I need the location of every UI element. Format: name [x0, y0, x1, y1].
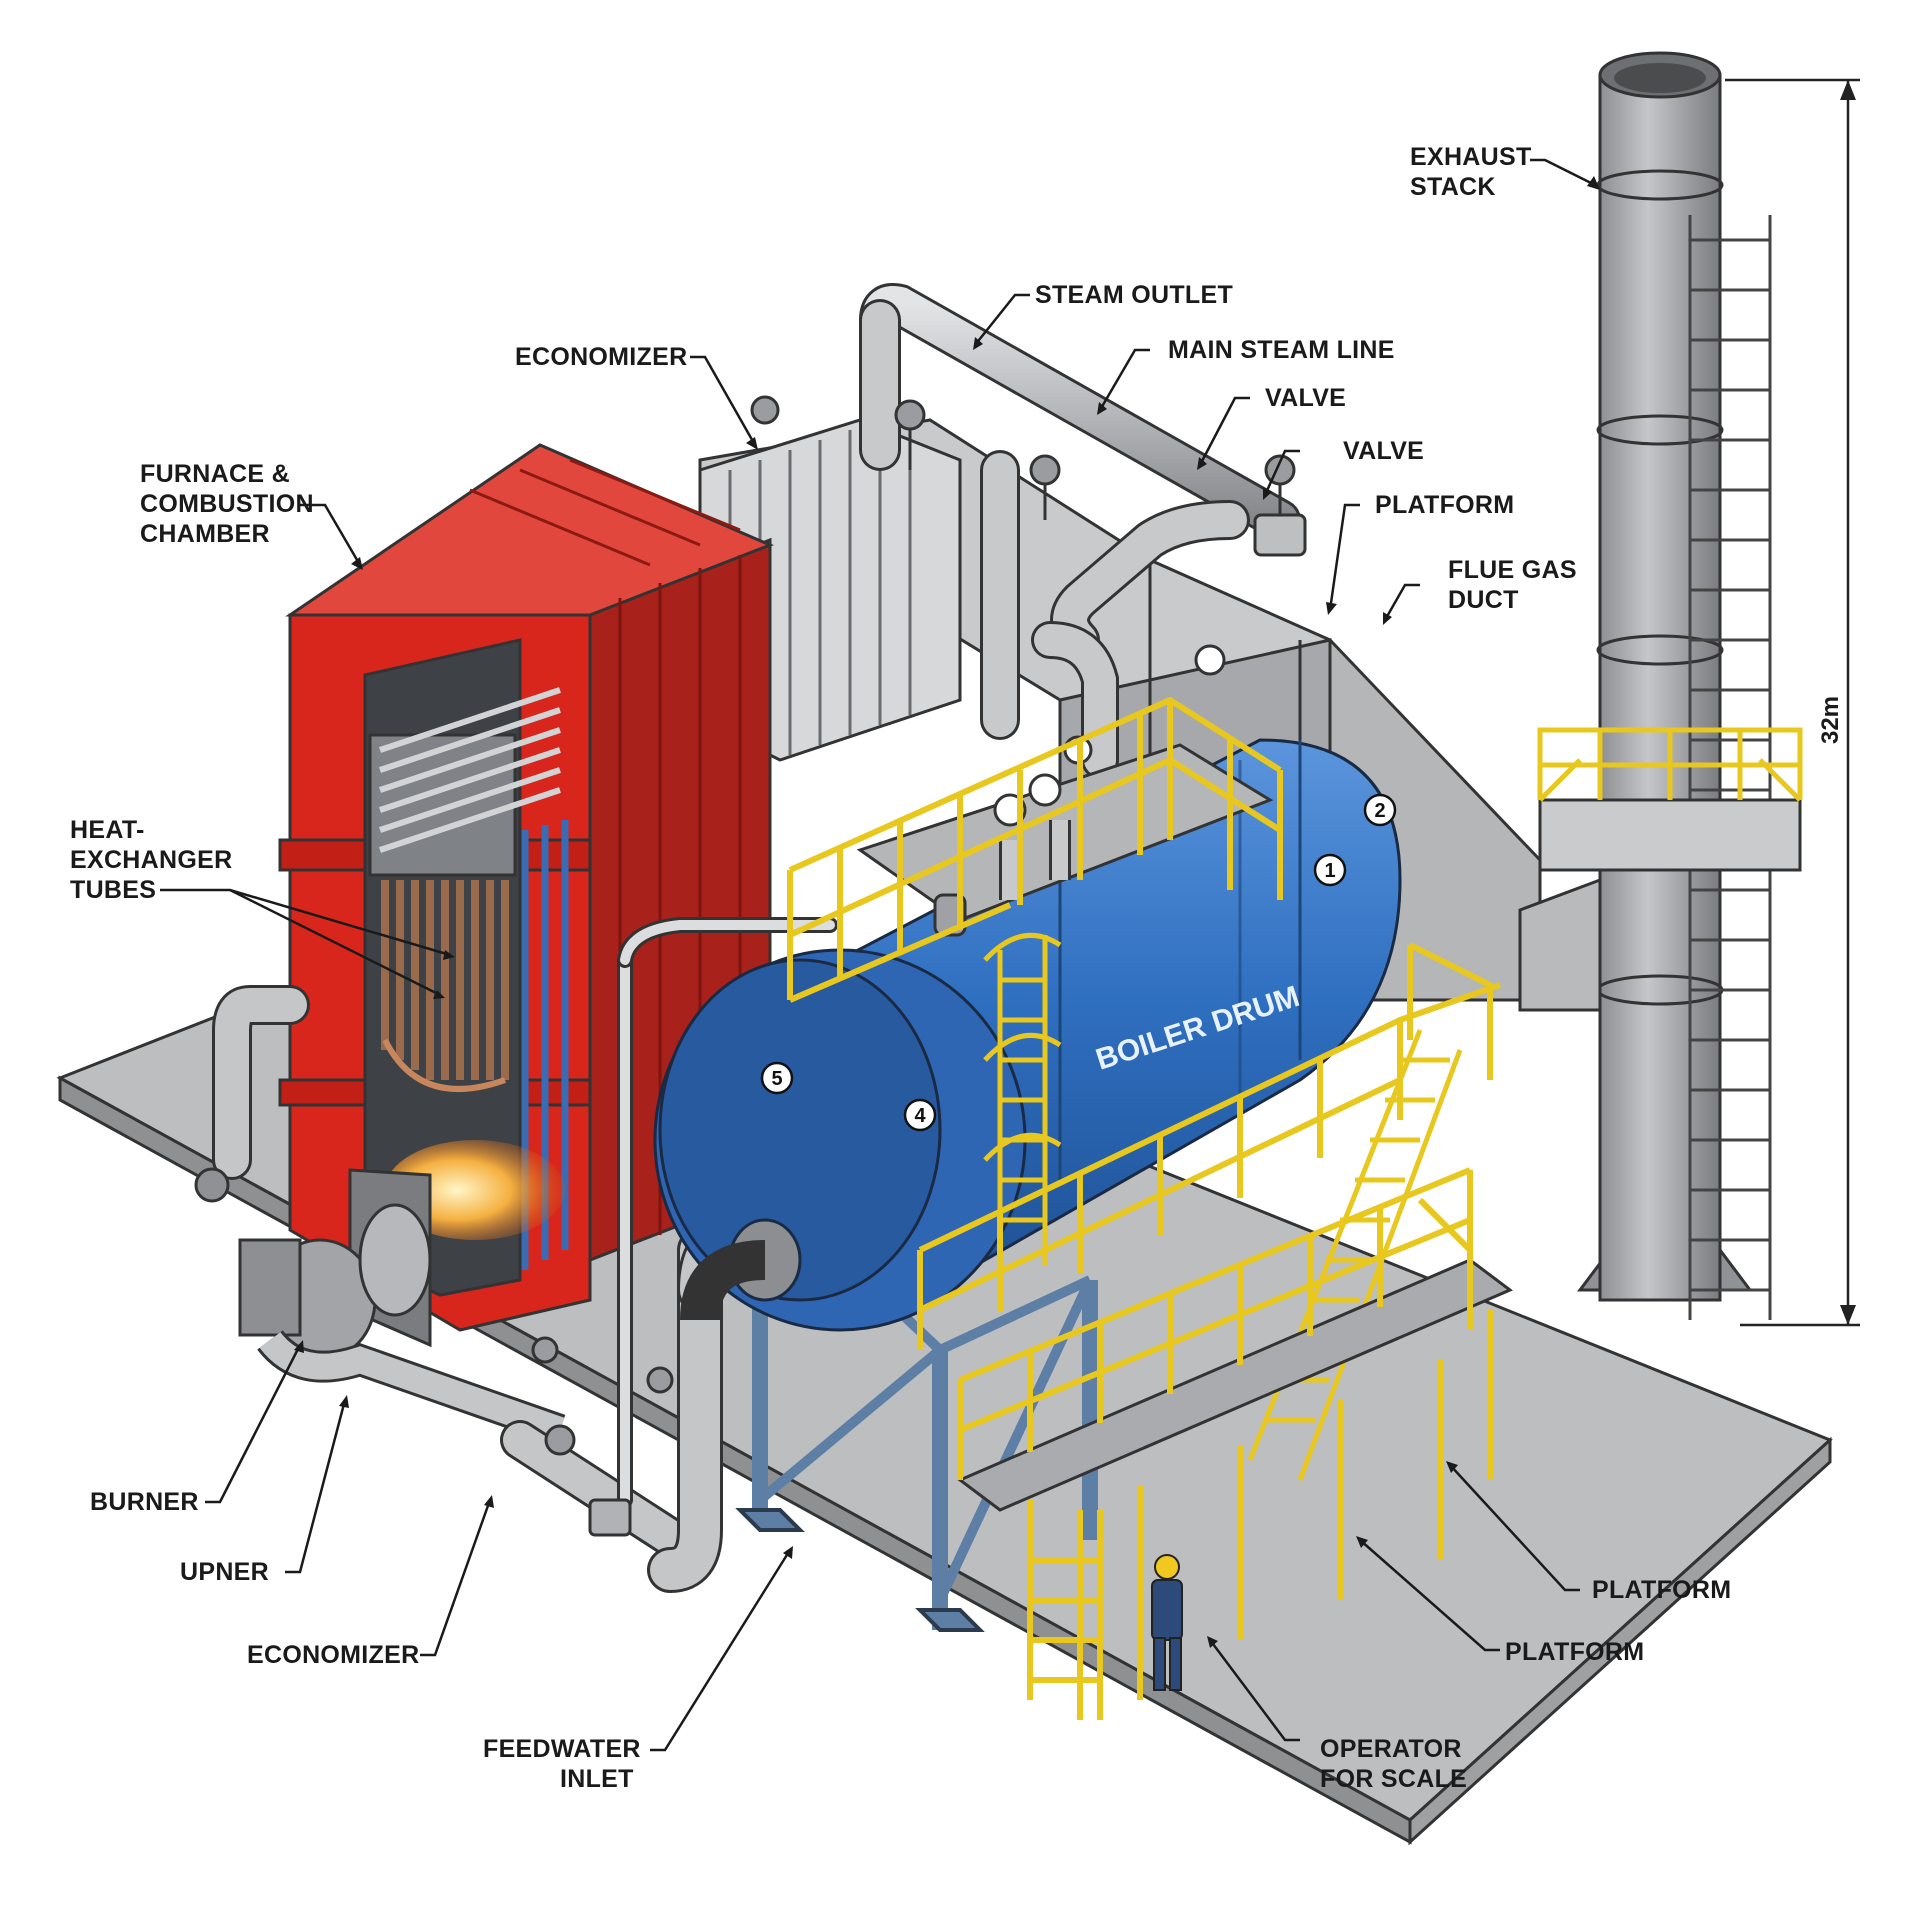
stack-height-dimension: 32m	[1725, 78, 1860, 1327]
marker-1: 1	[1313, 853, 1347, 887]
label-operator-for-scale: OPERATOR FOR SCALE	[1320, 1735, 1469, 1793]
marker-2: 2	[1363, 793, 1397, 827]
furnace-combustion-chamber	[278, 443, 774, 1348]
burner-assembly	[238, 1203, 566, 1446]
main-steam-line	[859, 283, 1301, 779]
exhaust-stack	[1537, 51, 1803, 1320]
label-platform-right-2: PLATFORM	[1505, 1638, 1644, 1666]
leader-arrowheads	[294, 176, 1600, 1648]
label-heat-exchanger-tubes: HEAT- EXCHANGER TUBES	[70, 816, 240, 904]
stack-height-label: 32m	[1817, 696, 1844, 744]
label-furnace: FURNACE & COMBUSTION CHAMBER	[140, 460, 321, 548]
label-burner: BURNER	[90, 1488, 199, 1516]
label-platform-top: PLATFORM	[1375, 491, 1514, 519]
label-steam-outlet: STEAM OUTLET	[1035, 281, 1233, 309]
svg-text:1: 1	[1324, 860, 1335, 882]
svg-text:4: 4	[914, 1105, 926, 1127]
drum-top-platform-railing	[787, 697, 1283, 1003]
label-feedwater-inlet: FEEDWATER INLET	[483, 1735, 648, 1793]
marker-4: 4	[903, 1098, 937, 1132]
stack-platform	[1537, 727, 1803, 872]
label-main-steam-line: MAIN STEAM LINE	[1168, 336, 1395, 364]
label-valve-1: VALVE	[1265, 384, 1346, 412]
label-exhaust-stack: EXHAUST STACK	[1410, 143, 1539, 201]
recirculation-pipe	[194, 985, 310, 1203]
label-platform-right-1: PLATFORM	[1592, 1576, 1731, 1604]
svg-text:2: 2	[1374, 800, 1385, 822]
lower-platform	[957, 1167, 1513, 1720]
drum-cage-ladder	[983, 932, 1062, 1280]
svg-text:5: 5	[771, 1068, 782, 1090]
operator-figure-icon	[1151, 1554, 1183, 1691]
drum-walkway-railing	[917, 942, 1501, 1350]
leader-lines	[160, 158, 1596, 1752]
label-flue-gas-duct: FLUE GAS DUCT	[1448, 556, 1584, 614]
label-valve-2: VALVE	[1343, 437, 1424, 465]
marker-5: 5	[760, 1061, 794, 1095]
heat-exchanger-tubes	[368, 687, 569, 1270]
label-economizer-bottom: ECONOMIZER	[247, 1641, 419, 1669]
boiler-drum: BOILER DRUM	[653, 738, 1402, 1332]
label-upner: UPNER	[180, 1558, 269, 1586]
label-economizer-top: ECONOMIZER	[515, 343, 687, 371]
callout-labels: EXHAUST STACK STEAM OUTLET ECONOMIZER MA…	[70, 143, 1731, 1793]
feedwater-valves	[531, 1336, 674, 1537]
